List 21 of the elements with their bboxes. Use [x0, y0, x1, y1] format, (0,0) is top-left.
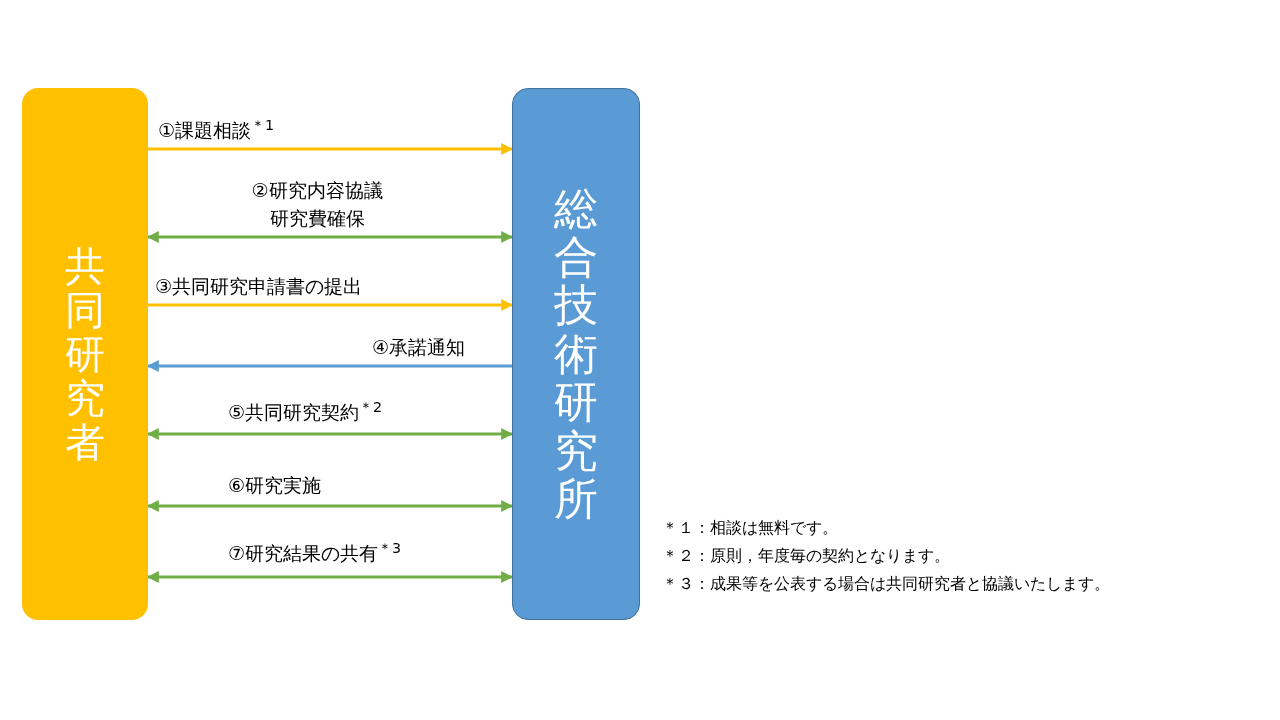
- process-box: [512, 88, 640, 620]
- footnote: ＊１：相談は無料です。: [662, 517, 839, 539]
- arrow: [148, 299, 514, 311]
- edge-label: ②研究内容協議研究費確保: [250, 178, 384, 231]
- process-box: [22, 88, 148, 620]
- footnote: ＊３：成果等を公表する場合は共同研究者と協議いたします。: [662, 573, 1110, 595]
- edge-label: ①課題相談$^{＊1}$: [158, 116, 275, 143]
- arrow: [146, 428, 514, 440]
- box-title: 総合技術研究所: [554, 184, 598, 524]
- edge-label: ③共同研究申請書の提出: [155, 274, 363, 299]
- arrow: [146, 360, 512, 372]
- edge-label: ⑤共同研究契約$^{＊2}$: [228, 398, 383, 425]
- arrow: [146, 500, 514, 512]
- arrow: [148, 143, 514, 155]
- box-title: 共同研究者: [65, 244, 105, 464]
- edge-label: ⑦研究結果の共有$^{＊3}$: [228, 539, 402, 566]
- footnote: ＊２：原則，年度毎の契約となります。: [662, 545, 951, 567]
- edge-label: ⑥研究実施: [228, 473, 322, 498]
- edge-label: ④承諾通知: [372, 335, 466, 360]
- arrow: [146, 571, 514, 583]
- arrow: [146, 231, 514, 243]
